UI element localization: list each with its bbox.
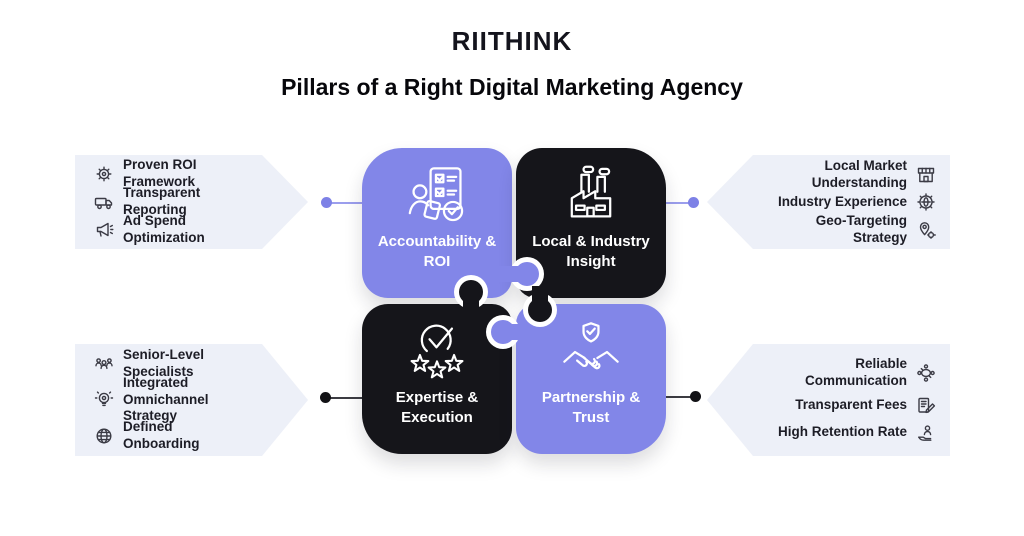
list-item: Senior-Level Specialists [94,352,252,377]
network-icon [916,363,936,383]
brand-logo: RIITHINK [451,26,573,56]
team-icon [94,354,114,374]
puzzle-tab [498,266,518,282]
list-item: Local Market Understanding [763,158,936,190]
connector-line-top-left [330,202,363,204]
connector-dot-bottom-left [320,392,331,403]
list-item-label: Defined Onboarding [123,418,200,451]
puzzle-tab [510,324,530,340]
page-title: Pillars of a Right Digital Marketing Age… [281,74,743,100]
puzzle-tab [528,298,552,322]
retention-icon [916,423,936,443]
connector-line-top-right [663,202,696,204]
list-item-label: Local Market Understanding [811,157,907,190]
connector-line-bottom-right [663,396,696,398]
puzzle-piece-accountability-roi: Accountability & ROI [362,148,512,298]
list-item: High Retention Rate [778,422,936,444]
puzzle-tab [459,280,483,304]
stars-check-icon [405,319,469,383]
panel-accountability-points: Proven ROI Framework Transparent Reporti… [75,155,308,249]
connector-dot-top-left [321,197,332,208]
panel-local-insight-points: Local Market Understanding Industry Expe… [707,155,950,249]
person-checklist-icon [405,163,469,227]
list-item: Industry Experience [778,191,936,213]
handshake-shield-icon [559,319,623,383]
list-item: Transparent Fees [795,395,936,417]
connector-dot-bottom-right [690,391,701,402]
globe-icon [94,426,114,446]
puzzle-tab [491,320,515,344]
geo-pin-icon [916,220,936,240]
gear-globe-icon [916,192,936,212]
puzzle-tab [515,262,539,286]
storefront-icon [916,165,936,185]
list-item: Integrated Omnichannel Strategy [94,382,252,419]
piece-label: Partnership & Trust [541,389,641,426]
piece-label: Accountability & ROI [377,233,497,270]
list-item: Proven ROI Framework [94,163,252,186]
panel-partnership-points: Reliable Communication Transparent Fees … [707,344,950,456]
idea-bulb-icon [94,390,114,410]
list-item-label: Senior-Level Specialists [123,347,205,380]
connector-line-bottom-left [330,397,363,399]
connector-dot-top-right [688,197,699,208]
gear-icon [94,164,114,184]
puzzle-piece-partnership-trust: Partnership & Trust [516,304,666,454]
list-item-label: Geo-Targeting Strategy [815,212,907,245]
list-item-label: Proven ROI Framework [123,157,197,190]
list-item-label: Transparent Fees [795,397,907,413]
list-item-label: Ad Spend Optimization [123,212,205,245]
panel-expertise-points: Senior-Level Specialists Integrated Omni… [75,344,308,456]
list-item-label: Integrated Omnichannel Strategy [123,374,209,424]
list-item-label: High Retention Rate [777,424,907,440]
list-item-label: Reliable Communication [804,356,907,388]
delivery-truck-icon [94,192,114,212]
factory-icon [559,163,623,227]
puzzle-cluster: Accountability & ROI Local & Industry In… [362,148,666,454]
list-item: Defined Onboarding [94,423,252,448]
list-item: Reliable Communication [763,356,936,390]
piece-label: Local & Industry Insight [532,233,650,270]
list-item: Geo-Targeting Strategy [763,213,936,245]
list-item-label: Transparent Reporting [123,185,201,218]
list-item-label: Industry Experience [777,193,907,209]
invoice-icon [916,396,936,416]
megaphone-icon [94,220,114,240]
list-item: Transparent Reporting [94,191,252,214]
piece-label: Expertise & Execution [395,389,479,426]
list-item: Ad Spend Optimization [94,218,252,241]
